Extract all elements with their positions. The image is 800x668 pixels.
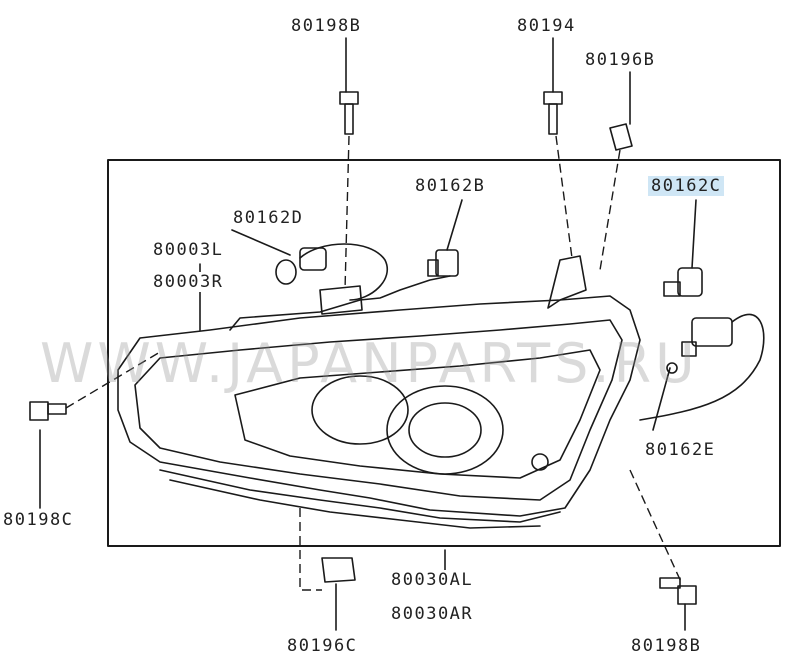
bulb-80162B: [427, 199, 463, 277]
bolt-80198C: [29, 401, 67, 421]
dash-80198C: [65, 351, 161, 409]
bulb-80162E: [639, 313, 765, 421]
dash-80194: [555, 135, 573, 259]
assembly-frame: [107, 159, 781, 547]
label-80162E[interactable]: 80162E: [642, 440, 719, 460]
wiring-harness: [229, 275, 451, 331]
label-80030AL[interactable]: 80030AL: [388, 570, 477, 590]
label-80162C[interactable]: 80162C: [648, 176, 725, 196]
headlamp-inner-bezel: [234, 349, 601, 479]
label-80003R[interactable]: 80003R: [150, 272, 227, 292]
mount-bracket-80194: [547, 255, 587, 309]
headlamp-lens-outline: [134, 319, 623, 501]
label-80196C[interactable]: 80196C: [284, 636, 361, 656]
label-80003L[interactable]: 80003L: [150, 240, 227, 260]
clip-80196C: [321, 557, 356, 583]
dash-80196C: [299, 508, 322, 591]
wire-loop: [299, 243, 388, 301]
bolt-80198B-bottom: [659, 577, 697, 605]
bolt-80198B-top: [339, 91, 359, 135]
label-80194[interactable]: 80194: [514, 16, 579, 36]
label-80198B-bottom[interactable]: 80198B: [628, 636, 705, 656]
projector-lens: [386, 385, 504, 475]
label-80030AR[interactable]: 80030AR: [388, 604, 477, 624]
lower-trim-2: [169, 479, 541, 529]
reflector-ring: [311, 375, 409, 445]
dash-80198B-top: [344, 135, 350, 291]
side-bulb: [531, 453, 549, 471]
dash-80198B-bottom: [629, 469, 683, 585]
watermark-text: WWW.JAPANPARTS.RU: [40, 332, 699, 395]
dash-80196B: [599, 149, 621, 271]
bulb-80162D: [275, 247, 327, 285]
label-80196B[interactable]: 80196B: [582, 50, 659, 70]
label-80162D[interactable]: 80162D: [230, 208, 307, 228]
leader-80162E: [652, 367, 671, 431]
headlamp-housing: [117, 295, 641, 517]
bolt-80194: [543, 91, 563, 135]
clip-80196B: [609, 123, 633, 151]
leader-80162D: [231, 229, 291, 256]
level-adjuster: [319, 285, 363, 315]
label-80198C[interactable]: 80198C: [0, 510, 77, 530]
bulb-80162C: [663, 199, 703, 297]
label-80198B-top[interactable]: 80198B: [288, 16, 365, 36]
lower-trim: [159, 469, 561, 523]
projector-inner: [408, 402, 482, 458]
label-80162B[interactable]: 80162B: [412, 176, 489, 196]
